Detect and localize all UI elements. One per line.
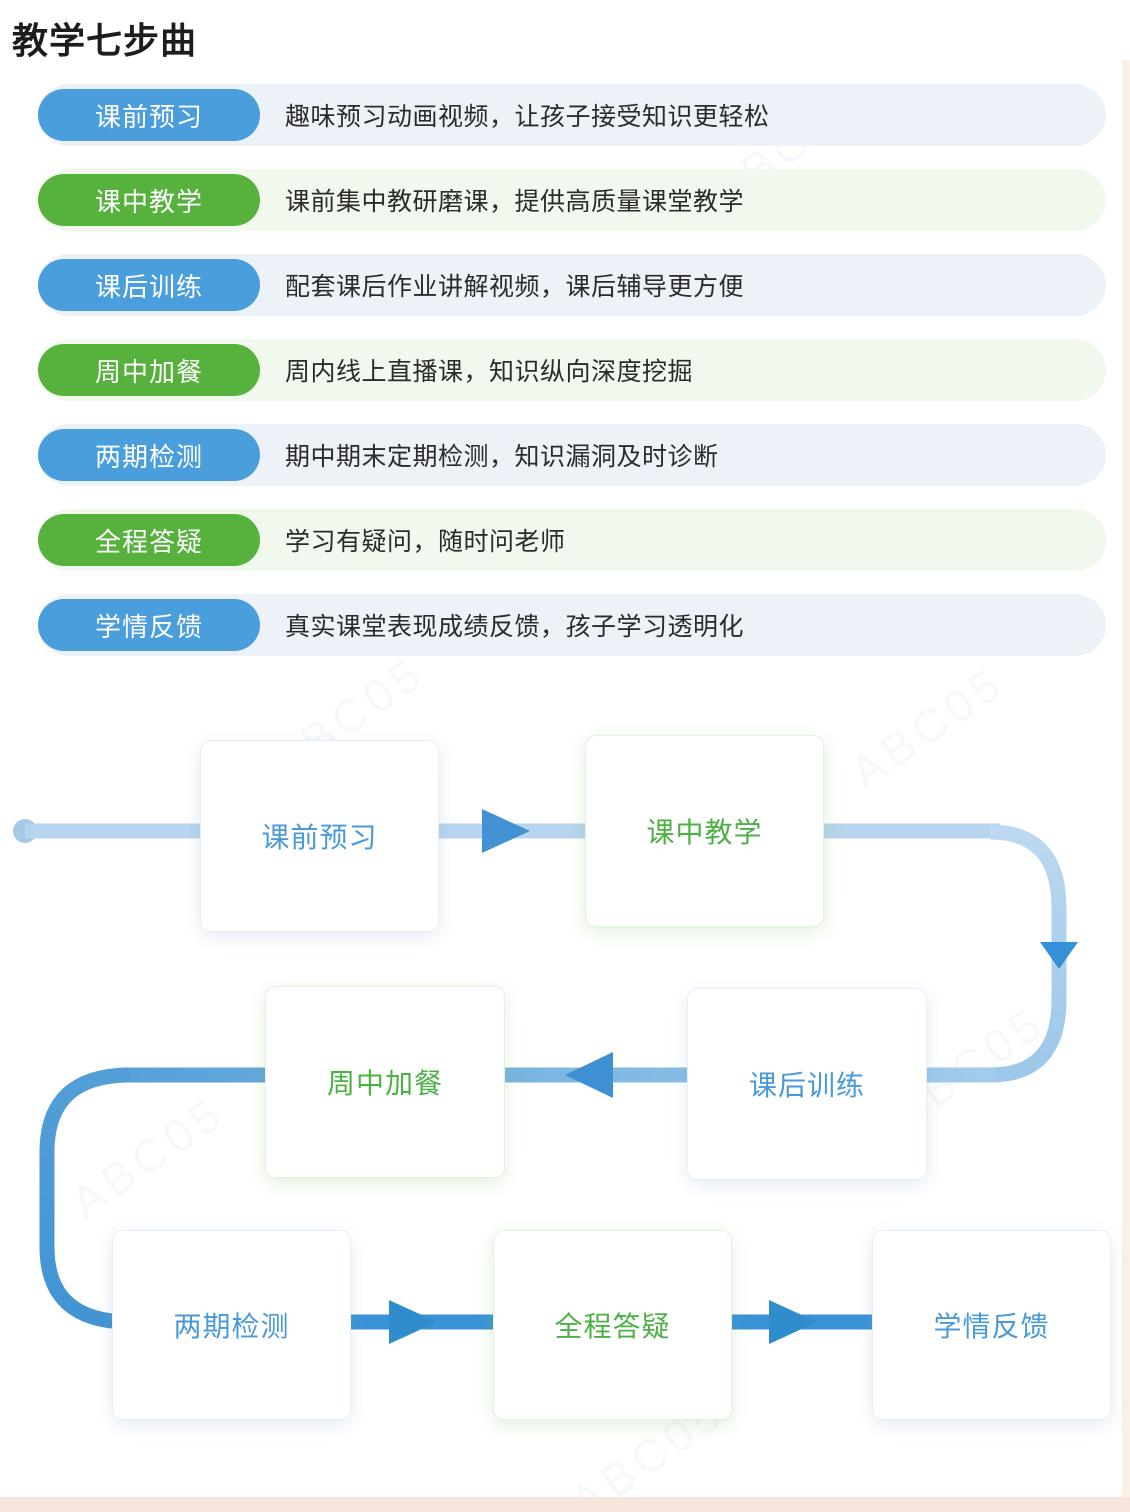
watermark-text: ABC05 <box>60 1084 235 1229</box>
arrow-down-icon <box>1040 942 1078 969</box>
step-row-5: 两期检测 期中期末定期检测，知识漏洞及时诊断 <box>38 424 1106 486</box>
flow-node-qcdy: 全程答疑 <box>493 1230 732 1420</box>
flow-node-label: 两期检测 <box>173 1311 290 1342</box>
step-badge-label: 课前预习 <box>94 101 203 132</box>
step-row-4: 周中加餐 周内线上直播课，知识纵向深度挖掘 <box>38 339 1106 401</box>
step-badge-5: 两期检测 <box>38 429 260 481</box>
step-description: 配套课后作业讲解视频，课后辅导更方便 <box>285 273 745 301</box>
step-row-7: 学情反馈 真实课堂表现成绩反馈，孩子学习透明化 <box>38 594 1106 656</box>
step-description: 期中期末定期检测，知识漏洞及时诊断 <box>285 443 719 471</box>
step-description: 学习有疑问，随时问老师 <box>285 528 566 556</box>
step-badge-1: 课前预习 <box>38 89 260 141</box>
step-badge-6: 全程答疑 <box>38 514 260 566</box>
arrow-left-icon <box>565 1052 613 1098</box>
flow-node-label: 学情反馈 <box>933 1311 1050 1342</box>
step-badge-label: 两期检测 <box>94 441 203 472</box>
step-badge-2: 课中教学 <box>38 174 260 226</box>
flow-node-kzjx: 课中教学 <box>585 735 824 927</box>
step-description: 课前集中教研磨课，提供高质量课堂教学 <box>285 188 745 216</box>
flow-node-label: 全程答疑 <box>554 1311 671 1342</box>
flow-node-xqfk: 学情反馈 <box>872 1230 1111 1420</box>
flow-node-kqyx: 课前预习 <box>200 740 439 932</box>
step-row-2: 课中教学 课前集中教研磨课，提供高质量课堂教学 <box>38 169 1106 231</box>
page-title: 教学七步曲 <box>12 20 198 61</box>
flow-node-label: 课前预习 <box>261 822 378 853</box>
arrow-right-icon <box>389 1300 437 1344</box>
step-description: 趣味预习动画视频，让孩子接受知识更轻松 <box>285 103 770 131</box>
step-description: 周内线上直播课，知识纵向深度挖掘 <box>285 358 694 386</box>
right-edge-strip <box>1122 60 1130 1497</box>
step-description: 真实课堂表现成绩反馈，孩子学习透明化 <box>285 613 745 641</box>
arrow-right-icon <box>769 1300 817 1344</box>
step-badge-7: 学情反馈 <box>38 599 260 651</box>
step-badge-label: 全程答疑 <box>94 526 203 557</box>
step-row-6: 全程答疑 学习有疑问，随时问老师 <box>38 509 1106 571</box>
flow-node-khxl: 课后训练 <box>687 988 927 1180</box>
step-badge-label: 学情反馈 <box>94 611 203 642</box>
step-row-1: 课前预习 趣味预习动画视频，让孩子接受知识更轻松 <box>38 84 1106 146</box>
flow-node-zzjc: 周中加餐 <box>265 986 505 1178</box>
step-row-3: 课后训练 配套课后作业讲解视频，课后辅导更方便 <box>38 254 1106 316</box>
bottom-strip <box>0 1497 1130 1512</box>
watermark-text: ABC05 <box>840 654 1015 799</box>
flow-start-dot <box>13 819 37 843</box>
step-badge-label: 周中加餐 <box>94 356 203 387</box>
step-badge-3: 课后训练 <box>38 259 260 311</box>
flow-node-label: 课后训练 <box>748 1070 865 1101</box>
flow-node-label: 周中加餐 <box>326 1068 443 1099</box>
flow-node-label: 课中教学 <box>646 817 763 848</box>
flow-node-lqjc: 两期检测 <box>112 1230 351 1420</box>
arrow-right-icon <box>482 809 530 853</box>
step-badge-label: 课中教学 <box>94 186 203 217</box>
step-badge-label: 课后训练 <box>94 271 203 302</box>
step-badge-4: 周中加餐 <box>38 344 260 396</box>
